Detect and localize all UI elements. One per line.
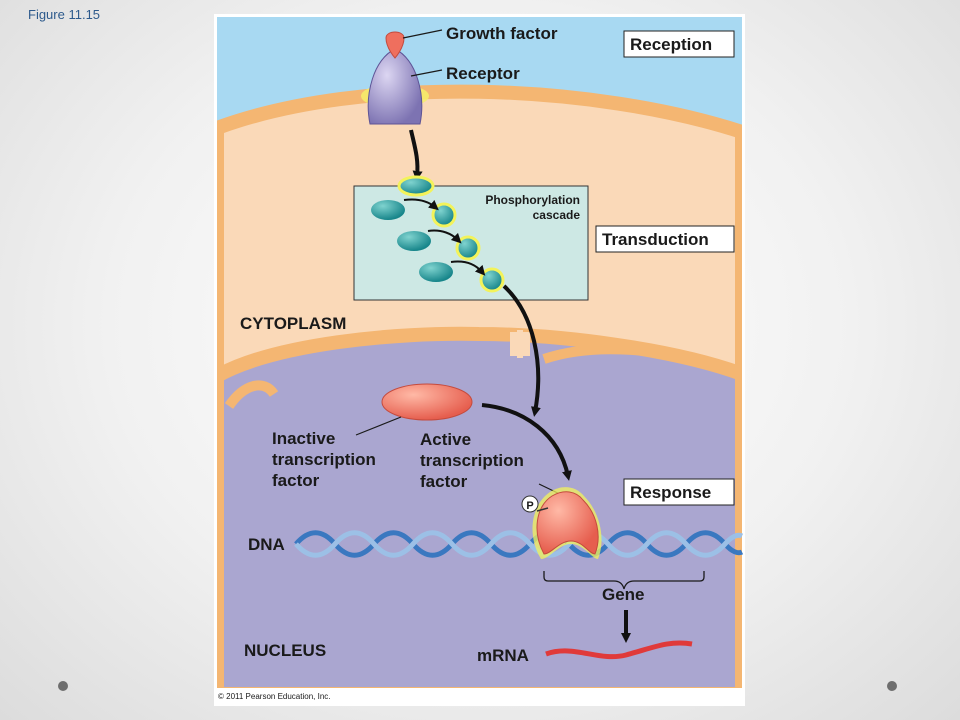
growth-factor xyxy=(385,31,405,59)
kinase-inactive-3 xyxy=(419,262,453,282)
inactive-tf-label-2: transcription xyxy=(272,450,376,469)
nucleus-label: NUCLEUS xyxy=(244,641,326,660)
phosphate-link xyxy=(536,507,549,512)
er-membrane-right xyxy=(542,344,716,371)
inactive-tf-leader xyxy=(355,416,402,436)
nuclear-pore-channel xyxy=(517,330,523,358)
nav-dot-right xyxy=(887,681,897,691)
dna-helix xyxy=(294,530,744,558)
cascade-label-line1: Phosphorylation xyxy=(485,193,580,207)
stage-reception: Reception xyxy=(630,35,712,54)
cascade-arrow-2 xyxy=(427,229,462,244)
inactive-tf-label-1: Inactive xyxy=(272,429,335,448)
kinase-active-1 xyxy=(397,175,435,197)
kinase-active-2 xyxy=(431,202,457,228)
er-membrane xyxy=(224,380,279,409)
mrna-strand xyxy=(545,640,693,660)
phosphate-group xyxy=(521,495,539,513)
kinase-inactive-2 xyxy=(397,231,431,251)
signal-transduction-figure: Growth factor Receptor Reception Transdu… xyxy=(214,14,745,706)
receptor-leader xyxy=(410,69,443,77)
copyright-text: © 2011 Pearson Education, Inc. xyxy=(218,692,330,701)
cytoplasm-label: CYTOPLASM xyxy=(240,314,346,333)
stage-response: Response xyxy=(630,483,711,502)
cascade-arrow-1 xyxy=(403,198,439,211)
stage-transduction: Transduction xyxy=(602,230,709,249)
dna-label: DNA xyxy=(248,535,285,554)
cascade-arrow-3 xyxy=(450,260,486,276)
nav-dot-left xyxy=(58,681,68,691)
cascade-label-line2: cascade xyxy=(533,208,581,222)
activation-arrow xyxy=(481,403,572,481)
inactive-transcription-factor xyxy=(381,383,473,421)
kinase-active-3 xyxy=(455,235,481,261)
gene-bracket xyxy=(543,571,705,590)
growth-factor-leader xyxy=(402,29,443,39)
mrna-label: mRNA xyxy=(477,646,529,665)
phosphate-label: P xyxy=(526,500,533,512)
active-tf-label-3: factor xyxy=(420,472,468,491)
inactive-tf-label-3: factor xyxy=(272,471,320,490)
signal-arrow-2 xyxy=(502,284,541,417)
figure-caption: Figure 11.15 xyxy=(28,7,101,22)
growth-factor-label: Growth factor xyxy=(446,24,558,43)
kinase-active-4 xyxy=(479,267,505,293)
kinase-inactive-1 xyxy=(371,200,405,220)
active-tf-label-1: Active xyxy=(420,430,471,449)
gene-label: Gene xyxy=(602,585,645,604)
signal-arrow-1 xyxy=(409,129,423,181)
active-transcription-factor xyxy=(536,491,599,555)
receptor-label: Receptor xyxy=(446,64,520,83)
active-tf-label-2: transcription xyxy=(420,451,524,470)
nucleus xyxy=(217,326,742,688)
